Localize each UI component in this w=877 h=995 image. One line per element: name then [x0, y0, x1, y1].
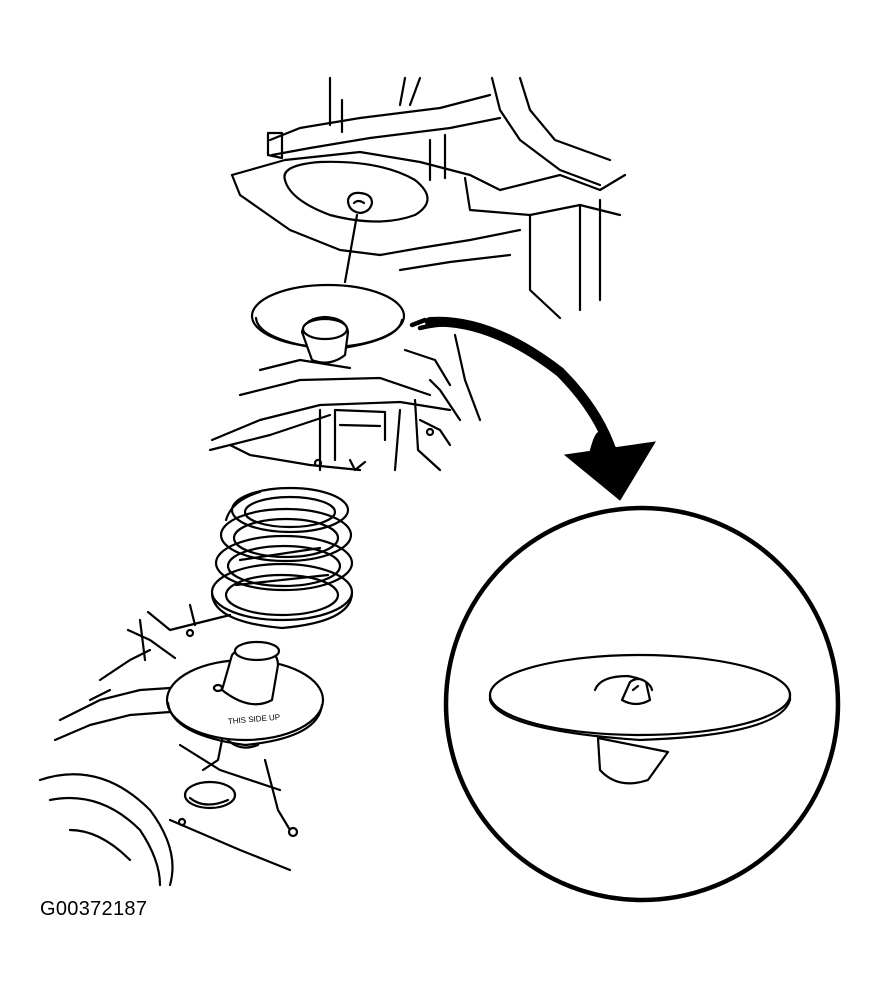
detail-arrow	[409, 316, 656, 501]
detail-callout-circle	[443, 505, 841, 903]
lower-control-arm	[38, 603, 299, 887]
coil-spring	[210, 486, 354, 630]
lower-spring-insulator: THIS SIDE UP	[165, 640, 325, 749]
figure-id-label: G00372187	[40, 898, 148, 920]
upper-spring-insulator	[250, 283, 406, 364]
upper-body-structure	[230, 76, 627, 320]
crossmember	[208, 333, 482, 472]
